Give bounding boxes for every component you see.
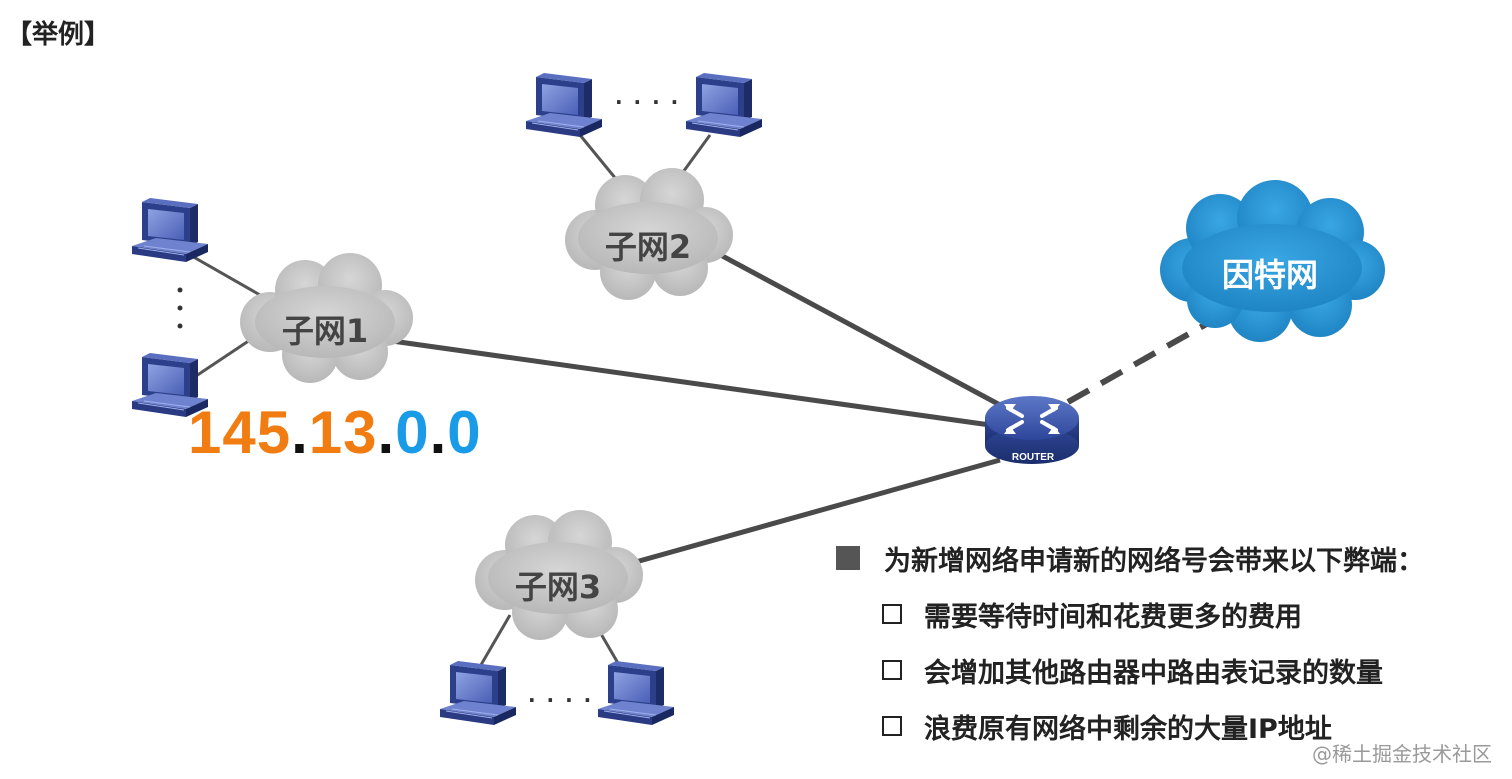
subnet-label-3: 子网3 [514,568,602,606]
drawbacks-heading: 为新增网络申请新的网络号会带来以下弊端： [884,545,1424,577]
cloud-net3 [475,510,643,640]
link-pc3a-net3 [476,614,512,671]
ip-octet-3: 0 [395,399,430,466]
computer-icon-net2-left [525,72,603,138]
subnet-label-2: 子网2 [604,228,692,266]
router-icon [985,396,1079,464]
link-pc1a-net1 [189,253,261,297]
router-label: ROUTER [1011,452,1055,463]
computer-icon-net3-left [439,660,517,726]
cloud-net2 [565,168,733,300]
vertical-ellipsis-net1 [177,287,183,329]
link-router-internet [1066,319,1212,405]
link-net2-router [713,249,1002,408]
empty-square-bullet-icon [882,660,902,680]
drawback-text: 需要等待时间和花费更多的费用 [924,601,1302,633]
drawback-item: 浪费原有网络中剩余的大量IP地址 [882,708,1424,745]
computer-icon-net3-right [597,660,675,726]
drawbacks-list: 为新增网络申请新的网络号会带来以下弊端： 需要等待时间和花费更多的费用 会增加其… [836,540,1424,745]
cloud-internet [1160,180,1385,342]
empty-square-bullet-icon [882,604,902,624]
filled-square-bullet-icon [836,546,860,570]
slide-title: 【举例】 [6,20,111,50]
drawbacks-heading-row: 为新增网络申请新的网络号会带来以下弊端： [836,540,1424,577]
subnet-label-1: 子网1 [281,312,369,350]
drawback-text: 浪费原有网络中剩余的大量IP地址 [924,713,1332,745]
internet-label: 因特网 [1221,256,1318,294]
empty-square-bullet-icon [882,716,902,736]
ip-octet-1: 145 [188,399,292,466]
link-net3-router [624,457,1001,568]
ip-dot-1: . [291,399,309,466]
ip-dot-3: . [429,399,448,466]
ellipsis-net2: · · · · [615,90,681,114]
drawback-text: 会增加其他路由器中路由表记录的数量 [924,657,1383,689]
computer-icon-net2-right [685,72,763,138]
link-pc1b-net1 [189,338,251,382]
link-net1-router [384,337,991,428]
drawback-item: 会增加其他路由器中路由表记录的数量 [882,652,1424,689]
drawback-item: 需要等待时间和花费更多的费用 [882,596,1424,633]
ip-dot-2: . [377,399,396,466]
watermark: @稀土掘金技术社区 [1312,742,1492,766]
ip-octet-2: 13 [308,399,378,466]
ip-octet-4: 0 [447,399,482,466]
ellipsis-net3: · · · · [528,688,594,712]
computer-icon-net1-top [131,197,209,263]
ip-address: 145.13.0.0 [188,398,482,467]
cloud-net1 [240,253,413,383]
